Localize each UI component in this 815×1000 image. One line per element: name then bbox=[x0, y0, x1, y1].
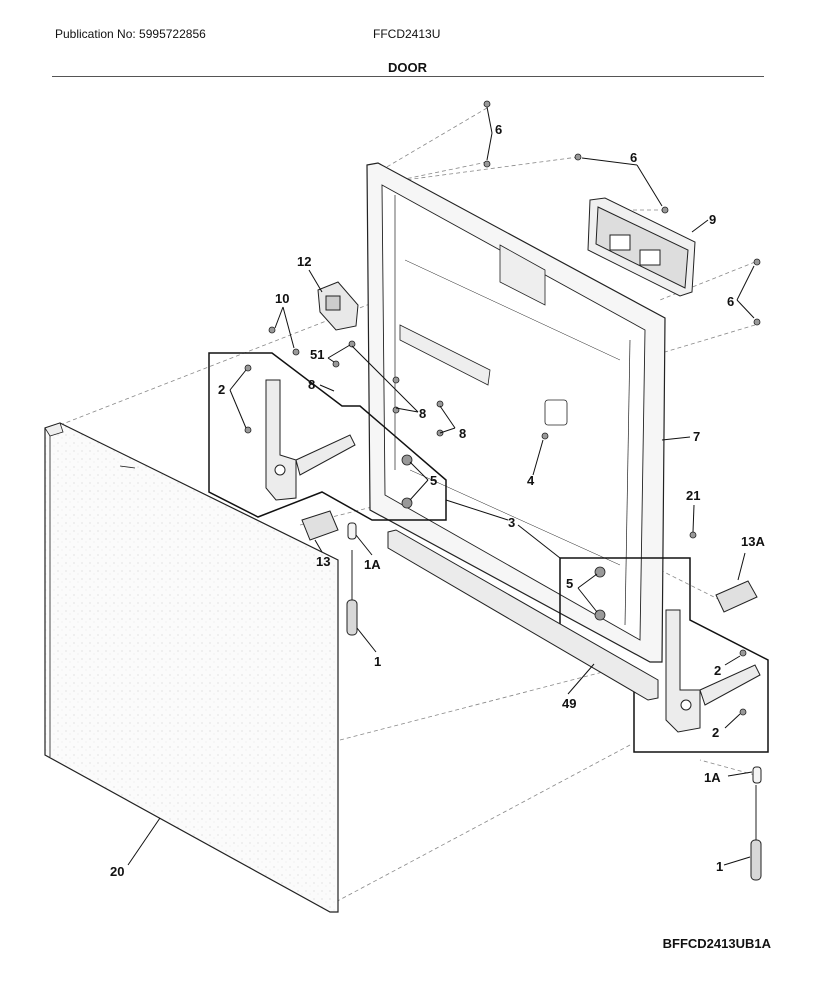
control-panel-assembly bbox=[587, 197, 696, 297]
callout-1: 1 bbox=[374, 654, 381, 669]
callout-1a: 1A bbox=[364, 557, 381, 572]
leader-lines bbox=[127, 106, 755, 866]
left-hinge-arm bbox=[265, 379, 356, 501]
bottom-rail bbox=[387, 529, 659, 701]
callout-2: 2 bbox=[714, 663, 721, 678]
callout-6: 6 bbox=[630, 150, 637, 165]
callout-5: 5 bbox=[430, 473, 437, 488]
door-springs bbox=[346, 522, 762, 881]
callout-6: 6 bbox=[727, 294, 734, 309]
screws bbox=[244, 100, 761, 716]
section-title: DOOR bbox=[388, 60, 427, 75]
callout-13a: 13A bbox=[741, 534, 765, 549]
diagram-code: BFFCD2413UB1A bbox=[662, 936, 771, 951]
callout-6: 6 bbox=[495, 122, 502, 137]
left-hinge-group bbox=[208, 352, 447, 521]
callout-labels: 6 6 6 9 12 10 51 8 8 8 2 5 4 7 21 3 13 1… bbox=[110, 122, 765, 879]
callout-49: 49 bbox=[562, 696, 576, 711]
callout-10: 10 bbox=[275, 291, 289, 306]
header-divider bbox=[52, 76, 764, 77]
callout-8: 8 bbox=[459, 426, 466, 441]
model-number: FFCD2413U bbox=[373, 27, 441, 41]
callout-8: 8 bbox=[419, 406, 426, 421]
hinge-pad-13 bbox=[301, 510, 339, 541]
callout-4: 4 bbox=[527, 473, 535, 488]
callout-5: 5 bbox=[566, 576, 573, 591]
callout-7: 7 bbox=[693, 429, 700, 444]
callout-13: 13 bbox=[316, 554, 330, 569]
callout-9: 9 bbox=[709, 212, 716, 227]
callout-3: 3 bbox=[508, 515, 515, 530]
callout-8: 8 bbox=[308, 377, 315, 392]
outer-door-panel bbox=[44, 422, 339, 913]
callout-12: 12 bbox=[297, 254, 311, 269]
callout-51: 51 bbox=[310, 347, 324, 362]
door-latch bbox=[317, 281, 359, 331]
callout-2: 2 bbox=[218, 382, 225, 397]
callout-1: 1 bbox=[716, 859, 723, 874]
callout-21: 21 bbox=[686, 488, 700, 503]
callout-20: 20 bbox=[110, 864, 124, 879]
inner-door-frame bbox=[366, 162, 666, 663]
callout-1a: 1A bbox=[704, 770, 721, 785]
callout-2: 2 bbox=[712, 725, 719, 740]
publication-number: Publication No: 5995722856 bbox=[55, 27, 206, 41]
hinge-pad-13a bbox=[715, 580, 758, 613]
right-hinge-arm bbox=[665, 609, 761, 733]
